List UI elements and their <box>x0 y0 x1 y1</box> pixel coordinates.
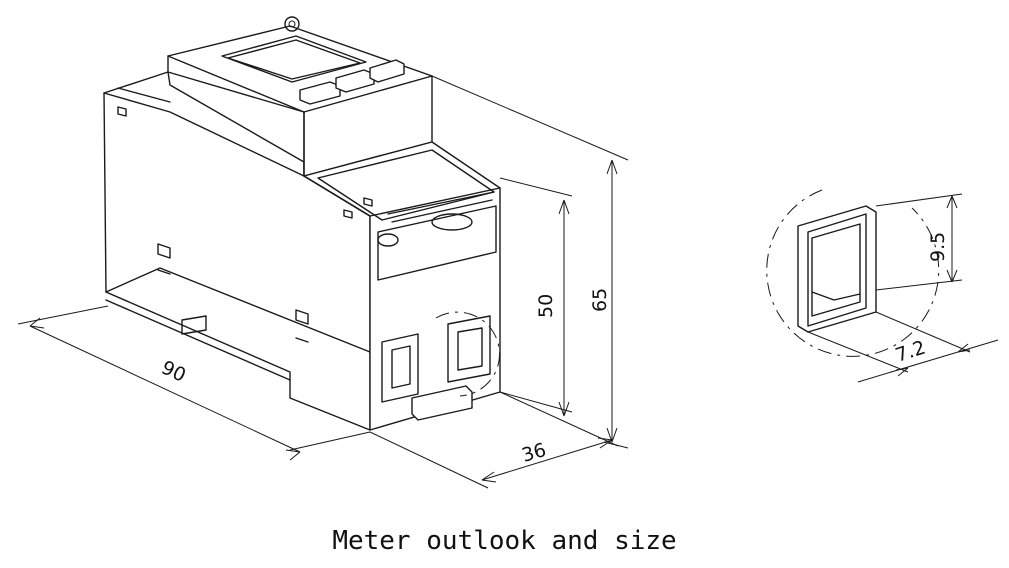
detail-circle <box>435 311 501 397</box>
slot-detail <box>766 189 999 383</box>
meter-body <box>103 16 501 431</box>
dim-label-9-5: 9.5 <box>927 232 949 262</box>
dim-label-65: 65 <box>589 288 611 312</box>
dimension-lines <box>17 75 629 489</box>
dim-label-36: 36 <box>519 439 548 467</box>
dim-label-90: 90 <box>158 357 189 387</box>
figure-caption: Meter outlook and size <box>332 526 677 556</box>
dim-label-50: 50 <box>535 294 557 318</box>
